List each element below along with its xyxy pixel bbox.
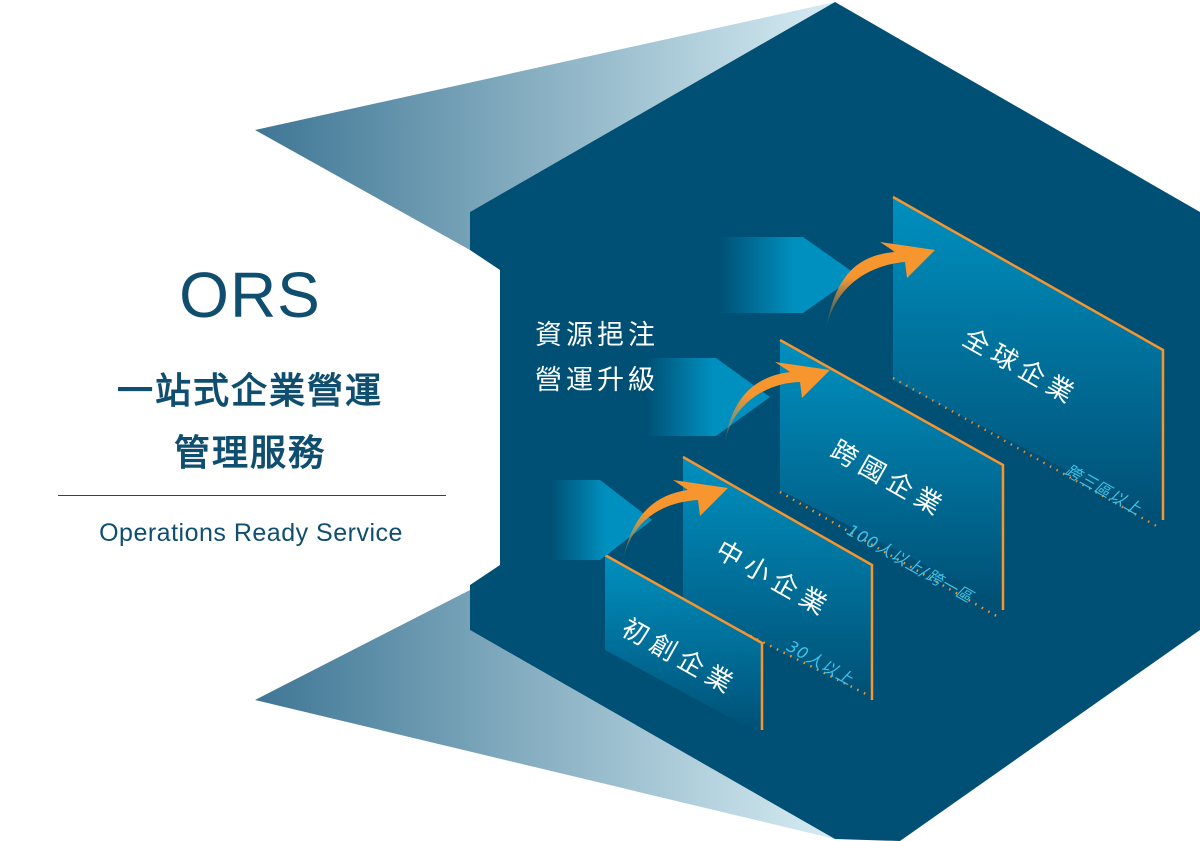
funnel-bottom — [255, 590, 835, 839]
growth-arrow-icon — [724, 362, 830, 448]
funnel-top — [255, 2, 835, 250]
divider — [58, 495, 446, 496]
panel-multinational — [779, 338, 1005, 620]
panel-sme — [682, 455, 874, 700]
title-line-1: 一站式企業營運 — [116, 371, 383, 412]
chevron-arrow-icon — [645, 358, 770, 436]
title-acronym: ORS — [179, 259, 321, 331]
panel-startup — [604, 553, 764, 735]
chevron-arrow-icon — [550, 480, 652, 560]
growth-arrow-icon — [826, 242, 935, 330]
chevron-arrow-icon — [718, 237, 857, 313]
title-line-2: 管理服務 — [173, 433, 326, 474]
growth-arrow-icon — [622, 480, 728, 565]
title-english: Operations Ready Service — [99, 519, 403, 547]
side-text-line-2: 營運升級 — [535, 365, 659, 396]
panel-global — [892, 195, 1165, 530]
side-text-line-1: 資源挹注 — [535, 320, 659, 351]
